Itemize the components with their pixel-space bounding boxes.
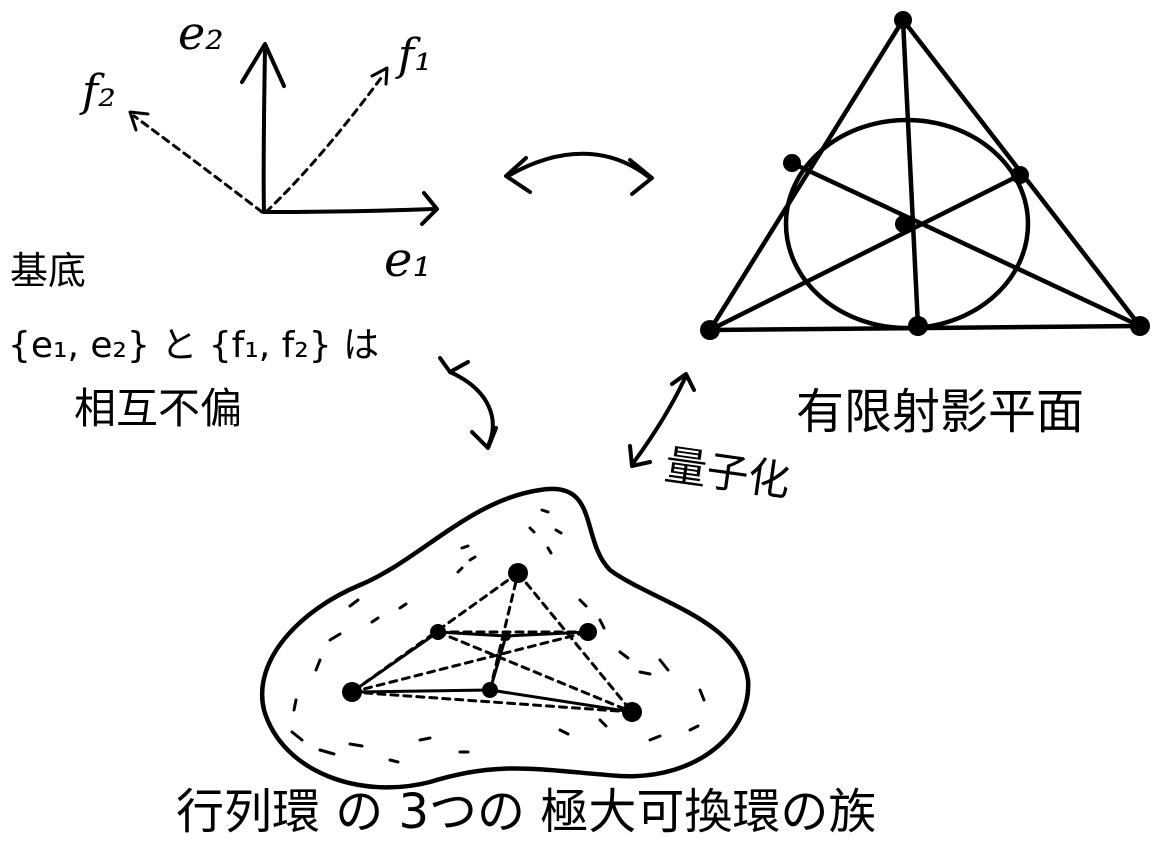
fano-median-vertical — [900, 17, 921, 329]
label-e2: e₂ — [178, 6, 224, 60]
e2-arrowhead — [240, 42, 286, 88]
e1-arrowhead — [420, 191, 439, 226]
label-e1: e₁ — [384, 232, 432, 288]
basis-title: 基底 — [10, 249, 87, 293]
fano-point-bottom-left — [700, 320, 720, 340]
fano-median-right — [789, 160, 1143, 329]
fano-plane-diagram — [700, 11, 1150, 340]
matrix-ring-caption: 行列環 の 3つの 極大可換環の族 — [176, 784, 877, 840]
label-f1: f₁ — [398, 30, 432, 81]
fano-triangle — [707, 17, 1143, 333]
e1-arrow — [262, 207, 436, 214]
fano-point-center — [895, 215, 913, 233]
network-point-top — [508, 563, 528, 583]
finite-projective-plane-label: 有限射影平面 — [796, 384, 1085, 440]
quantization-arrow — [628, 372, 696, 468]
subalgebra-network — [350, 571, 634, 714]
fano-point-top — [894, 11, 912, 29]
network-point-right-upper — [579, 623, 597, 641]
fano-point-bottom-mid — [908, 316, 928, 336]
correspondence-arrow-middle — [438, 356, 498, 450]
network-point-left-upper — [430, 624, 446, 640]
fano-median-left — [707, 172, 1023, 333]
network-point-center — [501, 631, 511, 641]
blob-texture — [290, 508, 706, 764]
network-point-right — [622, 702, 642, 722]
matrix-ring-blob — [260, 486, 751, 790]
correspondence-arrow-top — [504, 151, 654, 196]
f1-arrow — [264, 72, 386, 214]
basis-pair-statement: {e₁, e₂} と {f₁, f₂} は — [8, 325, 380, 366]
blob-outline — [260, 486, 751, 790]
mutually-unbiased-label: 相互不偏 — [74, 384, 243, 433]
fano-point-right-mid — [1011, 166, 1029, 184]
basis-vectors-diagram — [128, 42, 439, 226]
fano-point-left-mid — [783, 154, 801, 172]
network-point-left — [342, 682, 362, 702]
e2-arrow — [261, 46, 267, 214]
fano-point-bottom-right — [1130, 316, 1150, 336]
f2-arrow — [132, 114, 264, 214]
label-f2: f₂ — [82, 66, 116, 117]
network-point-bottom-mid — [482, 682, 498, 698]
f2-arrowhead — [128, 110, 150, 132]
f1-arrowhead — [370, 66, 389, 86]
